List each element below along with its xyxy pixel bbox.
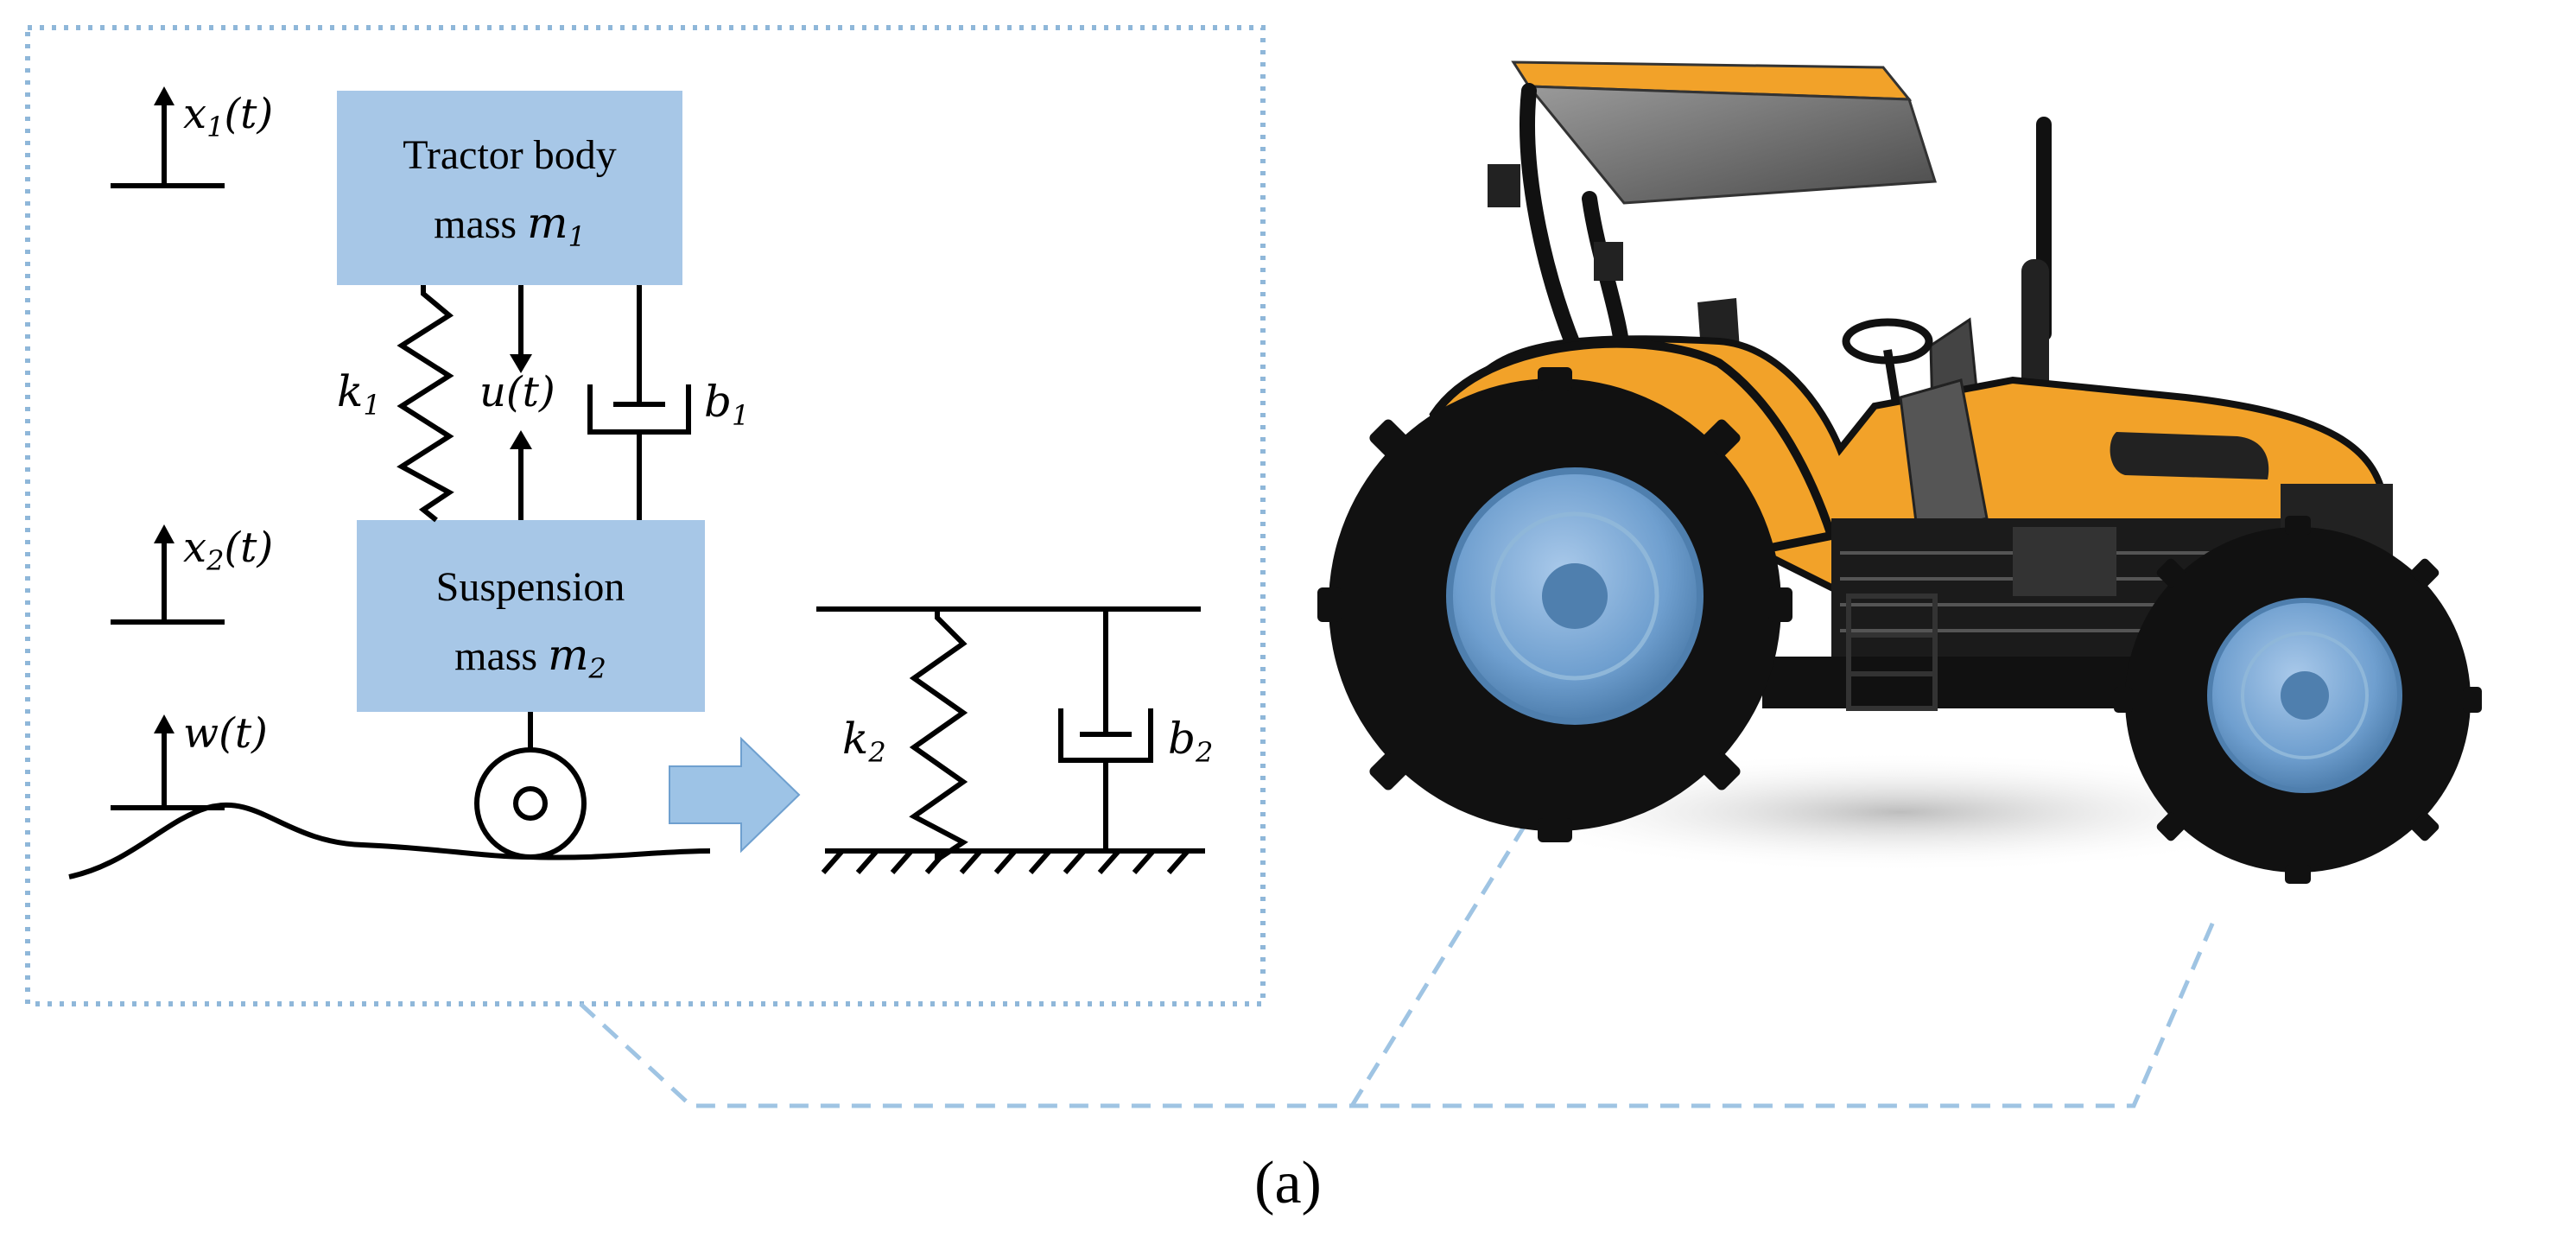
suspension-label: Suspension: [436, 564, 625, 610]
x1-arrow-head: [154, 86, 174, 105]
rear-wheel: [1317, 367, 1792, 842]
equivalence-arrow: [669, 736, 801, 854]
leader-line-rear-wheel: [1349, 789, 1549, 1108]
label-w: w(t): [183, 709, 268, 758]
tractor-body-mass-box: [337, 91, 682, 285]
label-x1: x1(t): [183, 90, 273, 143]
cab-steps: [1846, 594, 1938, 711]
road-profile: [68, 802, 711, 879]
front-wheel: [2114, 516, 2482, 884]
wheel-hub: [513, 786, 548, 821]
tractor-illustration: [1317, 60, 2482, 884]
w-arrow-head: [154, 714, 174, 733]
rops-front-post: [1520, 83, 1589, 371]
canopy-underside: [1526, 85, 1938, 205]
rops-bracket-upper: [1488, 164, 1520, 207]
label-b2: b2: [1168, 714, 1213, 769]
label-b1: b1: [704, 377, 749, 432]
leader-line: [579, 915, 2218, 1108]
inset-frame: [25, 25, 1266, 1006]
figure-caption: (a): [1254, 1150, 1322, 1216]
label-k2: k2: [842, 714, 886, 769]
spring-k2: [909, 609, 968, 865]
label-k1: k1: [337, 366, 381, 422]
engine-detail: [2013, 527, 2116, 596]
equiv-ground-hatch: [821, 849, 1190, 874]
spring-k1: [397, 285, 454, 523]
wheel-outer: [474, 747, 587, 860]
label-u: u(t): [479, 368, 555, 416]
tractor-body-label: Tractor body: [403, 132, 617, 178]
rops-bracket-lower: [1594, 242, 1623, 281]
suspension-mass-label: mass m2: [454, 630, 606, 685]
x2-arrow-head: [154, 524, 174, 543]
tractor-body-mass-label: mass m1: [434, 198, 586, 253]
hood-vent: [2110, 432, 2269, 479]
u-arrow-up-head: [510, 430, 532, 449]
label-x2: x2(t): [183, 524, 273, 577]
u-arrow-down-head: [510, 354, 532, 373]
suspension-mass-box: [357, 520, 705, 712]
